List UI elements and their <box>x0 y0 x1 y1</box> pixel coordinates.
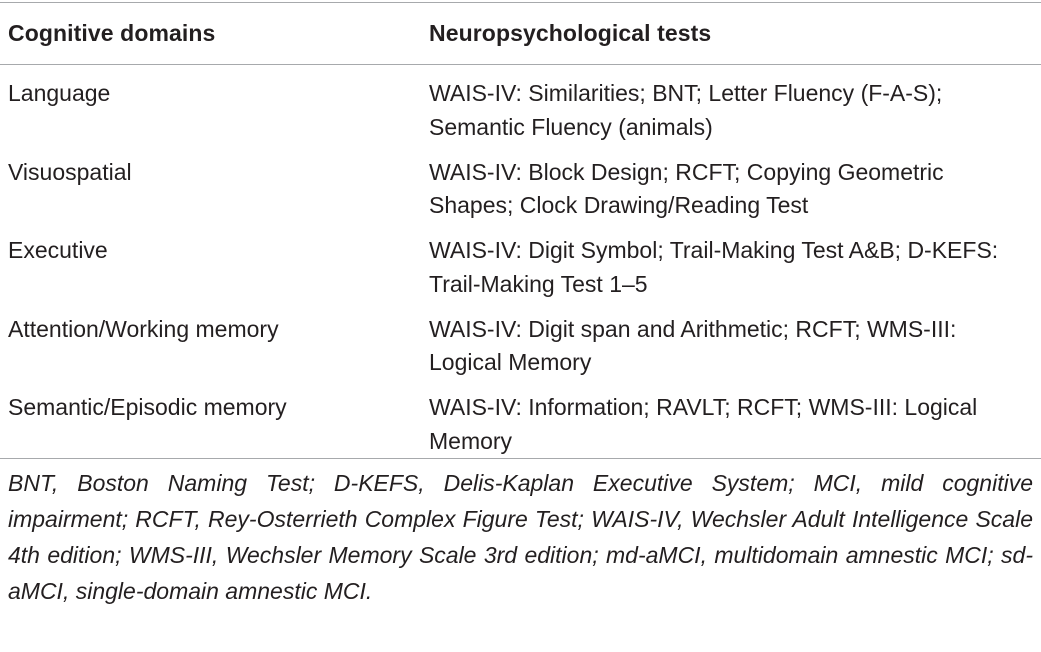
top-rule <box>0 2 1041 3</box>
tests-cell: WAIS-IV: Similarities; BNT; Letter Fluen… <box>429 80 943 140</box>
table-footnote: BNT, Boston Naming Test; D-KEFS, Delis-K… <box>8 469 1033 604</box>
table-row: Attention/Working memory WAIS-IV: Digit … <box>0 301 1041 380</box>
table-row: Semantic/Episodic memory WAIS-IV: Inform… <box>0 379 1041 458</box>
tests-cell: WAIS-IV: Information; RAVLT; RCFT; WMS-I… <box>429 394 978 454</box>
table-row: Language WAIS-IV: Similarities; BNT; Let… <box>0 65 1041 144</box>
bottom-rule <box>0 457 1041 459</box>
header-cognitive-domains: Cognitive domains <box>8 20 216 46</box>
domain-cell: Executive <box>8 237 108 263</box>
domain-cell: Visuospatial <box>8 158 132 185</box>
table-row: Executive WAIS-IV: Digit Symbol; Trail-M… <box>0 222 1041 301</box>
domain-cell: Attention/Working memory <box>8 315 279 342</box>
table-row: Visuospatial WAIS-IV: Block Design; RCFT… <box>0 144 1041 223</box>
tests-cell: WAIS-IV: Digit span and Arithmetic; RCFT… <box>429 315 957 376</box>
header-neuropsychological-tests: Neuropsychological tests <box>429 20 712 46</box>
tests-cell: WAIS-IV: Block Design; RCFT; Copying Geo… <box>429 158 944 219</box>
tests-cell: WAIS-IV: Digit Symbol; Trail-Making Test… <box>429 237 999 297</box>
domain-cell: Language <box>8 80 111 106</box>
header-rule <box>0 64 1041 65</box>
domain-cell: Semantic/Episodic memory <box>8 394 287 420</box>
table-header-row: Cognitive domains Neuropsychological tes… <box>0 3 1041 64</box>
neuropsych-test-table: Cognitive domains Neuropsychological tes… <box>0 2 1041 604</box>
